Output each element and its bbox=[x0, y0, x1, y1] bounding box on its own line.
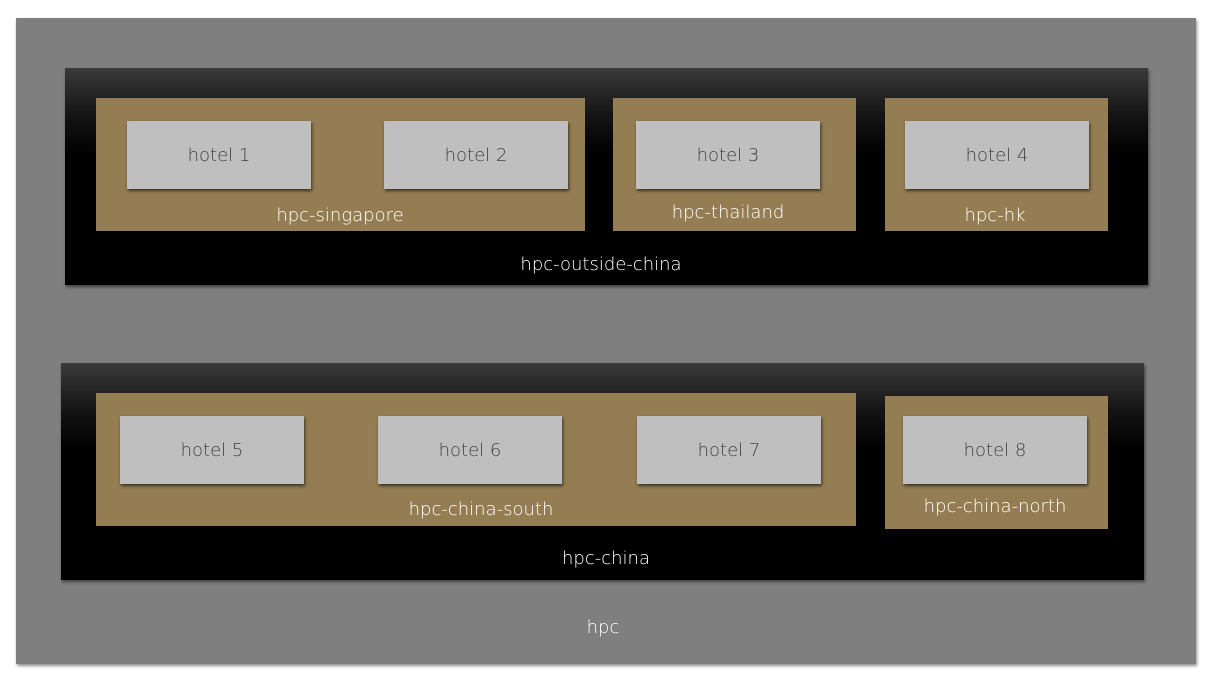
region-hpc-outside-china: hotel 1 hotel 2 hpc-singapore hotel 3 hp… bbox=[65, 68, 1148, 285]
hotel-label: hotel 4 bbox=[965, 144, 1029, 166]
hotel-label: hotel 1 bbox=[187, 144, 251, 166]
subregion-label: hpc-china-north bbox=[923, 496, 1067, 517]
subregion-hpc-china-south: hotel 5 hotel 6 hotel 7 hpc-china-south bbox=[96, 393, 856, 526]
subregion-hpc-thailand: hotel 3 hpc-thailand bbox=[613, 98, 856, 231]
outer-label: hpc bbox=[586, 617, 620, 638]
region-label: hpc-outside-china bbox=[520, 254, 682, 275]
subregion-hpc-hk: hotel 4 hpc-hk bbox=[885, 98, 1108, 231]
hpc-container: hotel 1 hotel 2 hpc-singapore hotel 3 hp… bbox=[16, 18, 1196, 664]
hotel-node: hotel 7 bbox=[637, 416, 821, 484]
subregion-hpc-singapore: hotel 1 hotel 2 hpc-singapore bbox=[96, 98, 585, 231]
region-hpc-china: hotel 5 hotel 6 hotel 7 hpc-china-south … bbox=[61, 363, 1144, 580]
subregion-hpc-china-north: hotel 8 hpc-china-north bbox=[885, 396, 1108, 529]
region-label: hpc-china bbox=[562, 548, 650, 569]
hotel-label: hotel 2 bbox=[444, 144, 508, 166]
hotel-label: hotel 6 bbox=[438, 439, 502, 461]
subregion-label: hpc-thailand bbox=[671, 202, 785, 223]
subregion-label: hpc-singapore bbox=[276, 205, 404, 226]
subregion-label: hpc-china-south bbox=[408, 499, 554, 520]
hotel-node: hotel 1 bbox=[127, 121, 311, 189]
hotel-label: hotel 5 bbox=[180, 439, 244, 461]
hotel-node: hotel 8 bbox=[903, 416, 1087, 484]
subregion-label: hpc-hk bbox=[964, 205, 1026, 226]
hotel-label: hotel 8 bbox=[963, 439, 1027, 461]
hotel-node: hotel 3 bbox=[636, 121, 820, 189]
hotel-label: hotel 3 bbox=[696, 144, 760, 166]
hotel-node: hotel 2 bbox=[384, 121, 568, 189]
hotel-node: hotel 6 bbox=[378, 416, 562, 484]
hotel-node: hotel 4 bbox=[905, 121, 1089, 189]
hotel-label: hotel 7 bbox=[697, 439, 761, 461]
hotel-node: hotel 5 bbox=[120, 416, 304, 484]
